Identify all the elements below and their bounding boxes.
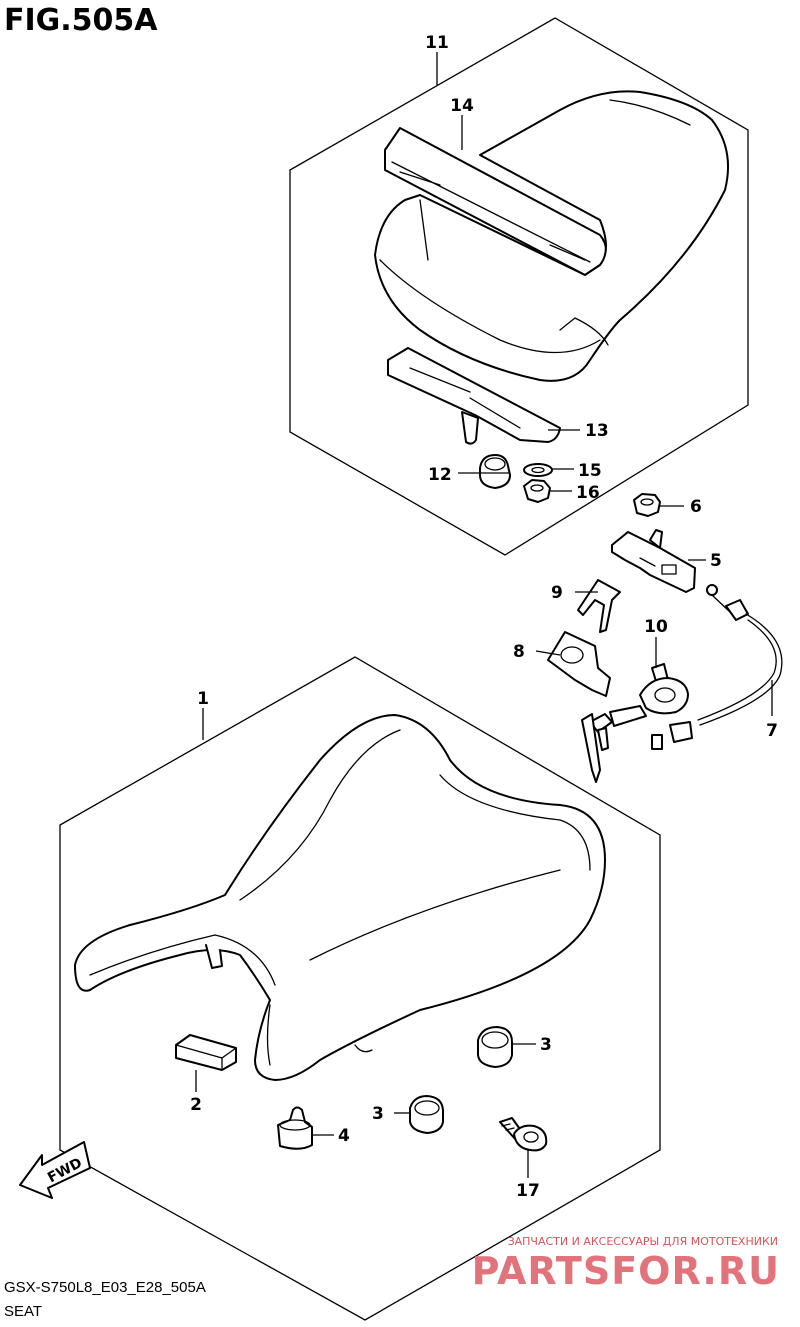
part-16-nut[interactable] [523,479,551,503]
part-5-seat-lock[interactable] [611,529,696,593]
callout-14: 14 [450,96,474,116]
callout-4: 4 [338,1126,350,1146]
leader-lines [195,52,773,1178]
callout-9: 9 [551,583,563,603]
part-13-seat-bracket[interactable] [387,347,561,445]
callout-3-upper: 3 [540,1035,552,1055]
callout-12: 12 [428,465,452,485]
callout-6: 6 [690,497,702,517]
figure-code: GSX-S750L8_E03_E28_505A [4,1279,206,1296]
part-17-bolt[interactable] [499,1117,548,1152]
part-11-rear-seat[interactable] [374,90,729,382]
callout-16: 16 [576,483,600,503]
part-6-nut[interactable] [633,493,661,517]
callout-5: 5 [710,551,722,571]
watermark-tagline: ЗАПЧАСТИ И АКСЕССУАРЫ ДЛЯ МОТОТЕХНИКИ [508,1235,778,1248]
part-9-clamp[interactable] [577,579,621,633]
part-3-cushion-lower[interactable] [409,1095,444,1134]
front-seat-group-frame [59,656,661,1321]
callout-8: 8 [513,642,525,662]
part-8-holder[interactable] [547,631,611,697]
part-7-cable[interactable] [651,584,783,750]
figure-name: SEAT [4,1303,42,1320]
callout-11: 11 [425,33,449,53]
part-15-washer[interactable] [523,463,553,477]
part-10-lock-set[interactable] [581,663,689,783]
part-3-cushion-upper[interactable] [477,1026,513,1068]
callout-17: 17 [516,1181,540,1201]
part-2-label[interactable] [175,1034,237,1071]
part-4-damper[interactable] [277,1106,313,1150]
part-1-front-seat[interactable] [74,714,606,1081]
watermark-brand: PARTSFOR.RU [472,1249,780,1293]
callout-1: 1 [197,689,209,709]
callout-10: 10 [644,617,668,637]
callout-13: 13 [585,421,609,441]
callout-15: 15 [578,461,602,481]
callout-2: 2 [190,1095,202,1115]
callout-3-lower: 3 [372,1104,384,1124]
figure-title: FIG.505A [4,3,158,38]
callout-7: 7 [766,721,778,741]
fwd-arrow: FWD [19,1141,91,1199]
part-12-cushion[interactable] [479,454,511,489]
rear-seat-group-frame [289,17,749,556]
